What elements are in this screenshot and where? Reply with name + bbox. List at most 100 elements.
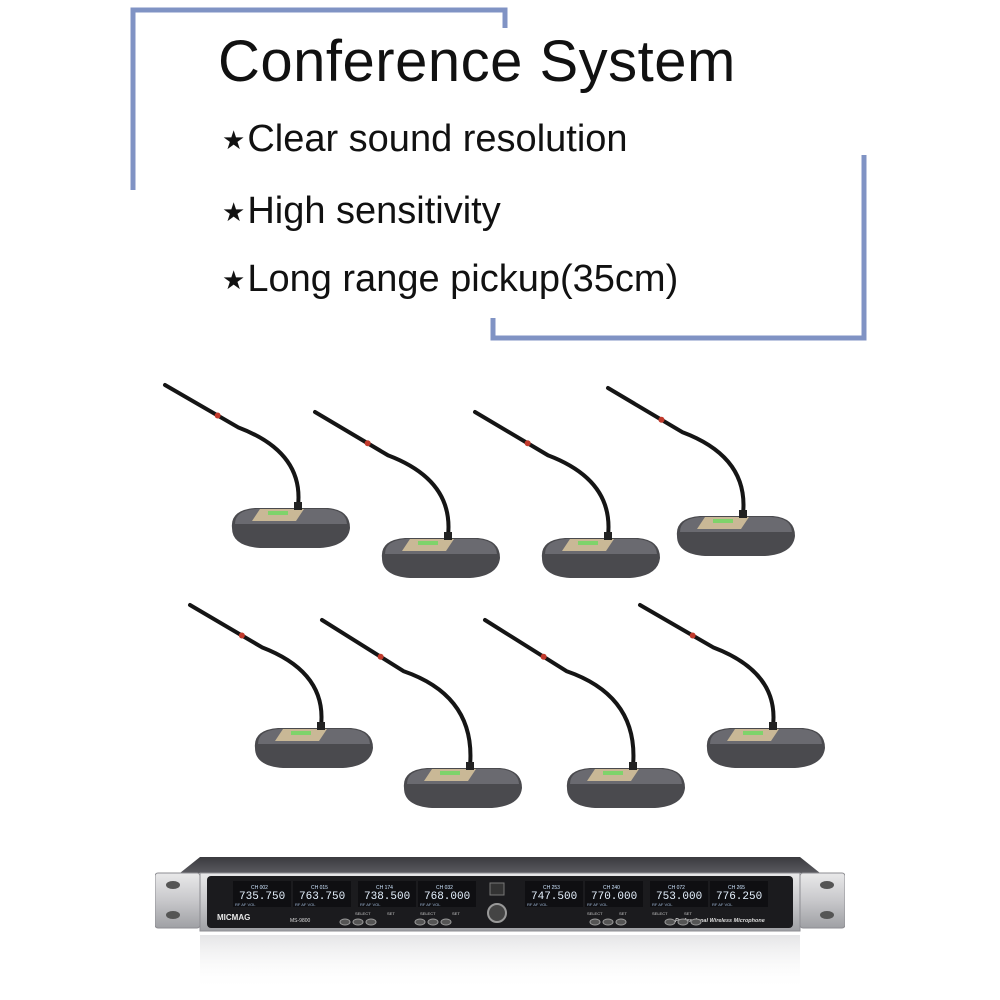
- indicator-ring: [214, 412, 221, 419]
- channel-frequency: 753.000: [656, 891, 702, 903]
- feature-text: High sensitivity: [247, 190, 501, 232]
- status-display: [291, 731, 311, 735]
- button-label: SELECT: [652, 911, 668, 916]
- channel-label: CH 002: [251, 885, 268, 891]
- feature-text: Clear sound resolution: [247, 118, 628, 160]
- star-icon: ★: [222, 125, 246, 155]
- channel-frequency: 747.500: [531, 891, 577, 903]
- ir-window: [489, 882, 505, 896]
- conference-microphone: [473, 410, 660, 578]
- channel-sub-label: RF AF VOL: [652, 902, 673, 907]
- rack-ear-left: [155, 872, 201, 929]
- feature-text: Long range pickup(35cm): [247, 258, 679, 300]
- receiver-button[interactable]: [615, 918, 627, 926]
- status-display: [418, 541, 438, 545]
- gooseneck: [313, 410, 451, 538]
- conference-microphone: [163, 383, 350, 548]
- conference-microphone: [188, 603, 373, 768]
- brand-logo: MICMAG: [217, 913, 250, 922]
- feature-item: ★Long range pickup(35cm): [222, 258, 678, 301]
- gooseneck: [483, 618, 636, 768]
- button-label: SELECT: [355, 911, 371, 916]
- channel-sub-label: RF AF VOL: [712, 902, 733, 907]
- channel-lcd: [650, 881, 708, 907]
- channel-label: CH 032: [436, 885, 453, 891]
- receiver-top: [180, 857, 820, 873]
- receiver-button[interactable]: [365, 918, 377, 926]
- rack-ear-right: [799, 872, 845, 929]
- channel-sub-label: RF AF VOL: [235, 902, 256, 907]
- reflection: [200, 935, 800, 990]
- button-label: SELECT: [587, 911, 603, 916]
- channel-frequency: 768.000: [424, 891, 470, 903]
- conference-microphone: [320, 618, 522, 808]
- channel-label: CH 072: [668, 885, 685, 891]
- receiver-button[interactable]: [589, 918, 601, 926]
- channel-lcd: [358, 881, 416, 907]
- receiver-button[interactable]: [440, 918, 452, 926]
- status-display: [743, 731, 763, 735]
- channel-sub-label: RF AF VOL: [360, 902, 381, 907]
- receiver-button[interactable]: [602, 918, 614, 926]
- button-label: SET: [619, 911, 627, 916]
- decorative-frame: [130, 7, 867, 341]
- channel-sub-label: RF AF VOL: [527, 902, 548, 907]
- model-label: MS-9800: [290, 918, 311, 924]
- channel-sub-label: RF AF VOL: [420, 902, 441, 907]
- conference-microphone: [483, 618, 685, 808]
- channel-frequency: 770.000: [591, 891, 637, 903]
- channel-lcd: [525, 881, 583, 907]
- star-icon: ★: [222, 197, 246, 227]
- volume-knob: [487, 903, 507, 923]
- channel-label: CH 015: [311, 885, 328, 891]
- gooseneck: [188, 603, 324, 728]
- frame-top-left: [130, 7, 508, 190]
- conference-microphone: [313, 410, 500, 578]
- indicator-ring: [658, 416, 665, 423]
- gooseneck: [163, 383, 301, 508]
- receiver-button[interactable]: [664, 918, 676, 926]
- channel-label: CH 253: [543, 885, 560, 891]
- indicator-ring: [377, 653, 384, 660]
- receiver-button[interactable]: [352, 918, 364, 926]
- status-display: [268, 511, 288, 515]
- indicator-ring: [689, 632, 696, 639]
- feature-item: ★Clear sound resolution: [222, 118, 628, 161]
- channel-sub-label: RF AF VOL: [295, 902, 316, 907]
- page-title: Conference System: [218, 29, 736, 94]
- button-label: SET: [387, 911, 395, 916]
- channel-lcd: [293, 881, 351, 907]
- conference-microphone: [638, 603, 825, 768]
- channel-lcd: [710, 881, 768, 907]
- channel-lcd: [418, 881, 476, 907]
- channel-frequency: 763.750: [299, 891, 345, 903]
- indicator-ring: [238, 632, 245, 639]
- button-label: SET: [452, 911, 460, 916]
- status-display: [440, 771, 460, 775]
- indicator-ring: [540, 653, 547, 660]
- channel-frequency: 776.250: [716, 891, 762, 903]
- channel-label: CH 174: [376, 885, 393, 891]
- slogan-label: Professional Wireless Microphone: [675, 918, 765, 924]
- channel-lcd: [585, 881, 643, 907]
- receiver-button[interactable]: [414, 918, 426, 926]
- channel-sub-label: RF AF VOL: [587, 902, 608, 907]
- channel-frequency: 738.500: [364, 891, 410, 903]
- gooseneck: [638, 603, 776, 728]
- receiver-button[interactable]: [339, 918, 351, 926]
- status-display: [603, 771, 623, 775]
- receiver-button[interactable]: [677, 918, 689, 926]
- indicator-ring: [364, 440, 371, 447]
- indicator-ring: [524, 440, 531, 447]
- receiver-button[interactable]: [690, 918, 702, 926]
- microphone-group: [163, 383, 825, 808]
- gooseneck: [473, 410, 611, 538]
- feature-item: ★High sensitivity: [222, 190, 501, 233]
- channel-label: CH 265: [728, 885, 745, 891]
- status-display: [713, 519, 733, 523]
- receiver-button[interactable]: [427, 918, 439, 926]
- channel-label: CH 240: [603, 885, 620, 891]
- button-label: SELECT: [420, 911, 436, 916]
